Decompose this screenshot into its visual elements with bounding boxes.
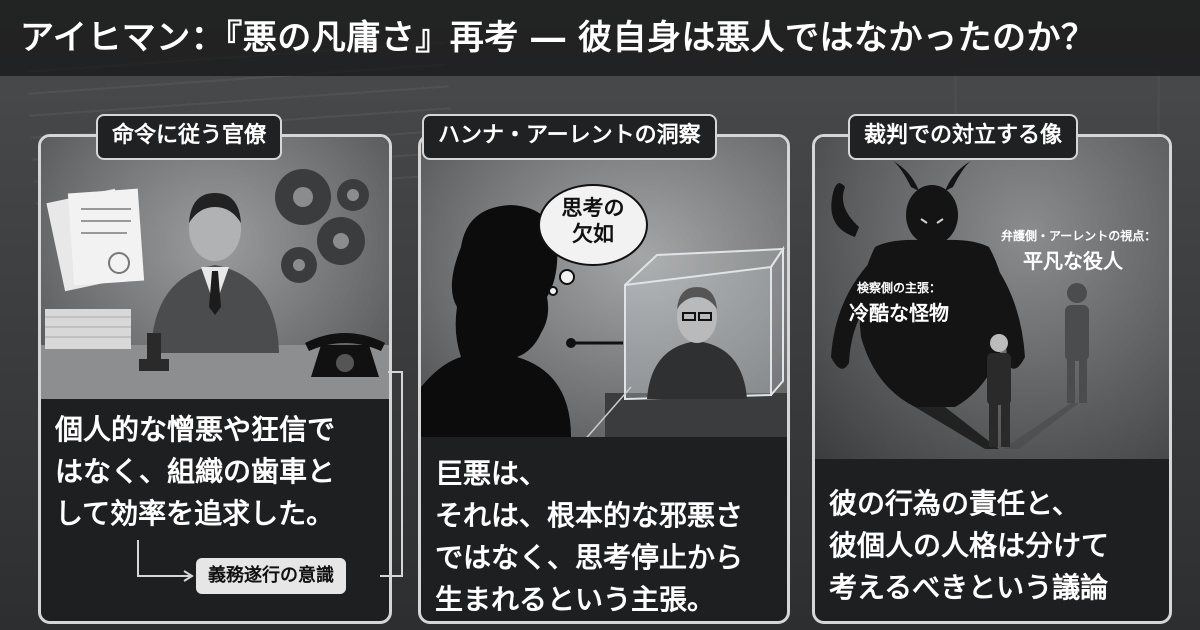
glass-booth-icon bbox=[605, 245, 787, 437]
panel-trial: 検察側の主張： 冷酷な怪物 弁護側・アーレントの視点： 平凡な役人 彼の行為の責… bbox=[812, 134, 1172, 624]
duty-tag: 義務遂行の意識 bbox=[196, 558, 346, 594]
defendant-figure bbox=[987, 334, 1011, 447]
panel-heading-bureaucrat: 命令に従う官僚 bbox=[96, 114, 283, 160]
human-shadow bbox=[1003, 283, 1089, 449]
panel-arendt: 思考の 欠如 巨悪は、 それは、根本的な邪悪さ ではなく、思考停止から 生まれる… bbox=[418, 134, 790, 624]
documents-icon bbox=[45, 188, 145, 349]
stamp-icon bbox=[139, 333, 169, 371]
bureaucrat-illustration bbox=[41, 137, 389, 399]
bureaucrat-figure bbox=[151, 193, 279, 353]
trial-description: 彼の行為の責任と、 彼個人の人格は分けて 考えるべきという議論 bbox=[829, 487, 1110, 604]
title-banner: アイヒマン：『悪の凡庸さ』再考 ― 彼自身は悪人ではなかったのか？ bbox=[0, 0, 1200, 76]
devil-shadow-icon bbox=[831, 161, 1025, 449]
arendt-silhouette bbox=[421, 205, 571, 437]
gears-icon bbox=[275, 169, 369, 283]
page-title: アイヒマン：『悪の凡庸さ』再考 ― 彼自身は悪人ではなかったのか？ bbox=[20, 18, 1096, 58]
arendt-illustration bbox=[421, 137, 787, 437]
thought-bubble-text: 思考の 欠如 bbox=[561, 196, 625, 246]
defense-view: 平凡な役人 bbox=[1023, 249, 1123, 273]
arendt-description: 巨悪は、 それは、根本的な邪悪さ ではなく、思考停止から 生まれるという主張。 bbox=[435, 457, 744, 616]
prosecution-label: 検察側の主張： bbox=[857, 281, 942, 295]
telephone-icon bbox=[305, 333, 385, 377]
panel-heading-trial: 裁判での対立する像 bbox=[848, 114, 1079, 160]
trial-illustration bbox=[815, 137, 1169, 459]
panel-heading-arendt: ハンナ・アーレントの洞察 bbox=[422, 114, 717, 160]
prosecution-view: 冷酷な怪物 bbox=[849, 301, 949, 325]
defense-label: 弁護側・アーレントの視点： bbox=[1001, 229, 1157, 243]
thought-bubble-icon bbox=[538, 184, 648, 296]
bureaucrat-description: 個人的な憎悪や狂信で はなく、組織の歯車と して効率を追求した。 bbox=[55, 413, 336, 530]
panel-bureaucrat: 個人的な憎悪や狂信で はなく、組織の歯車と して効率を追求した。 bbox=[38, 134, 392, 624]
